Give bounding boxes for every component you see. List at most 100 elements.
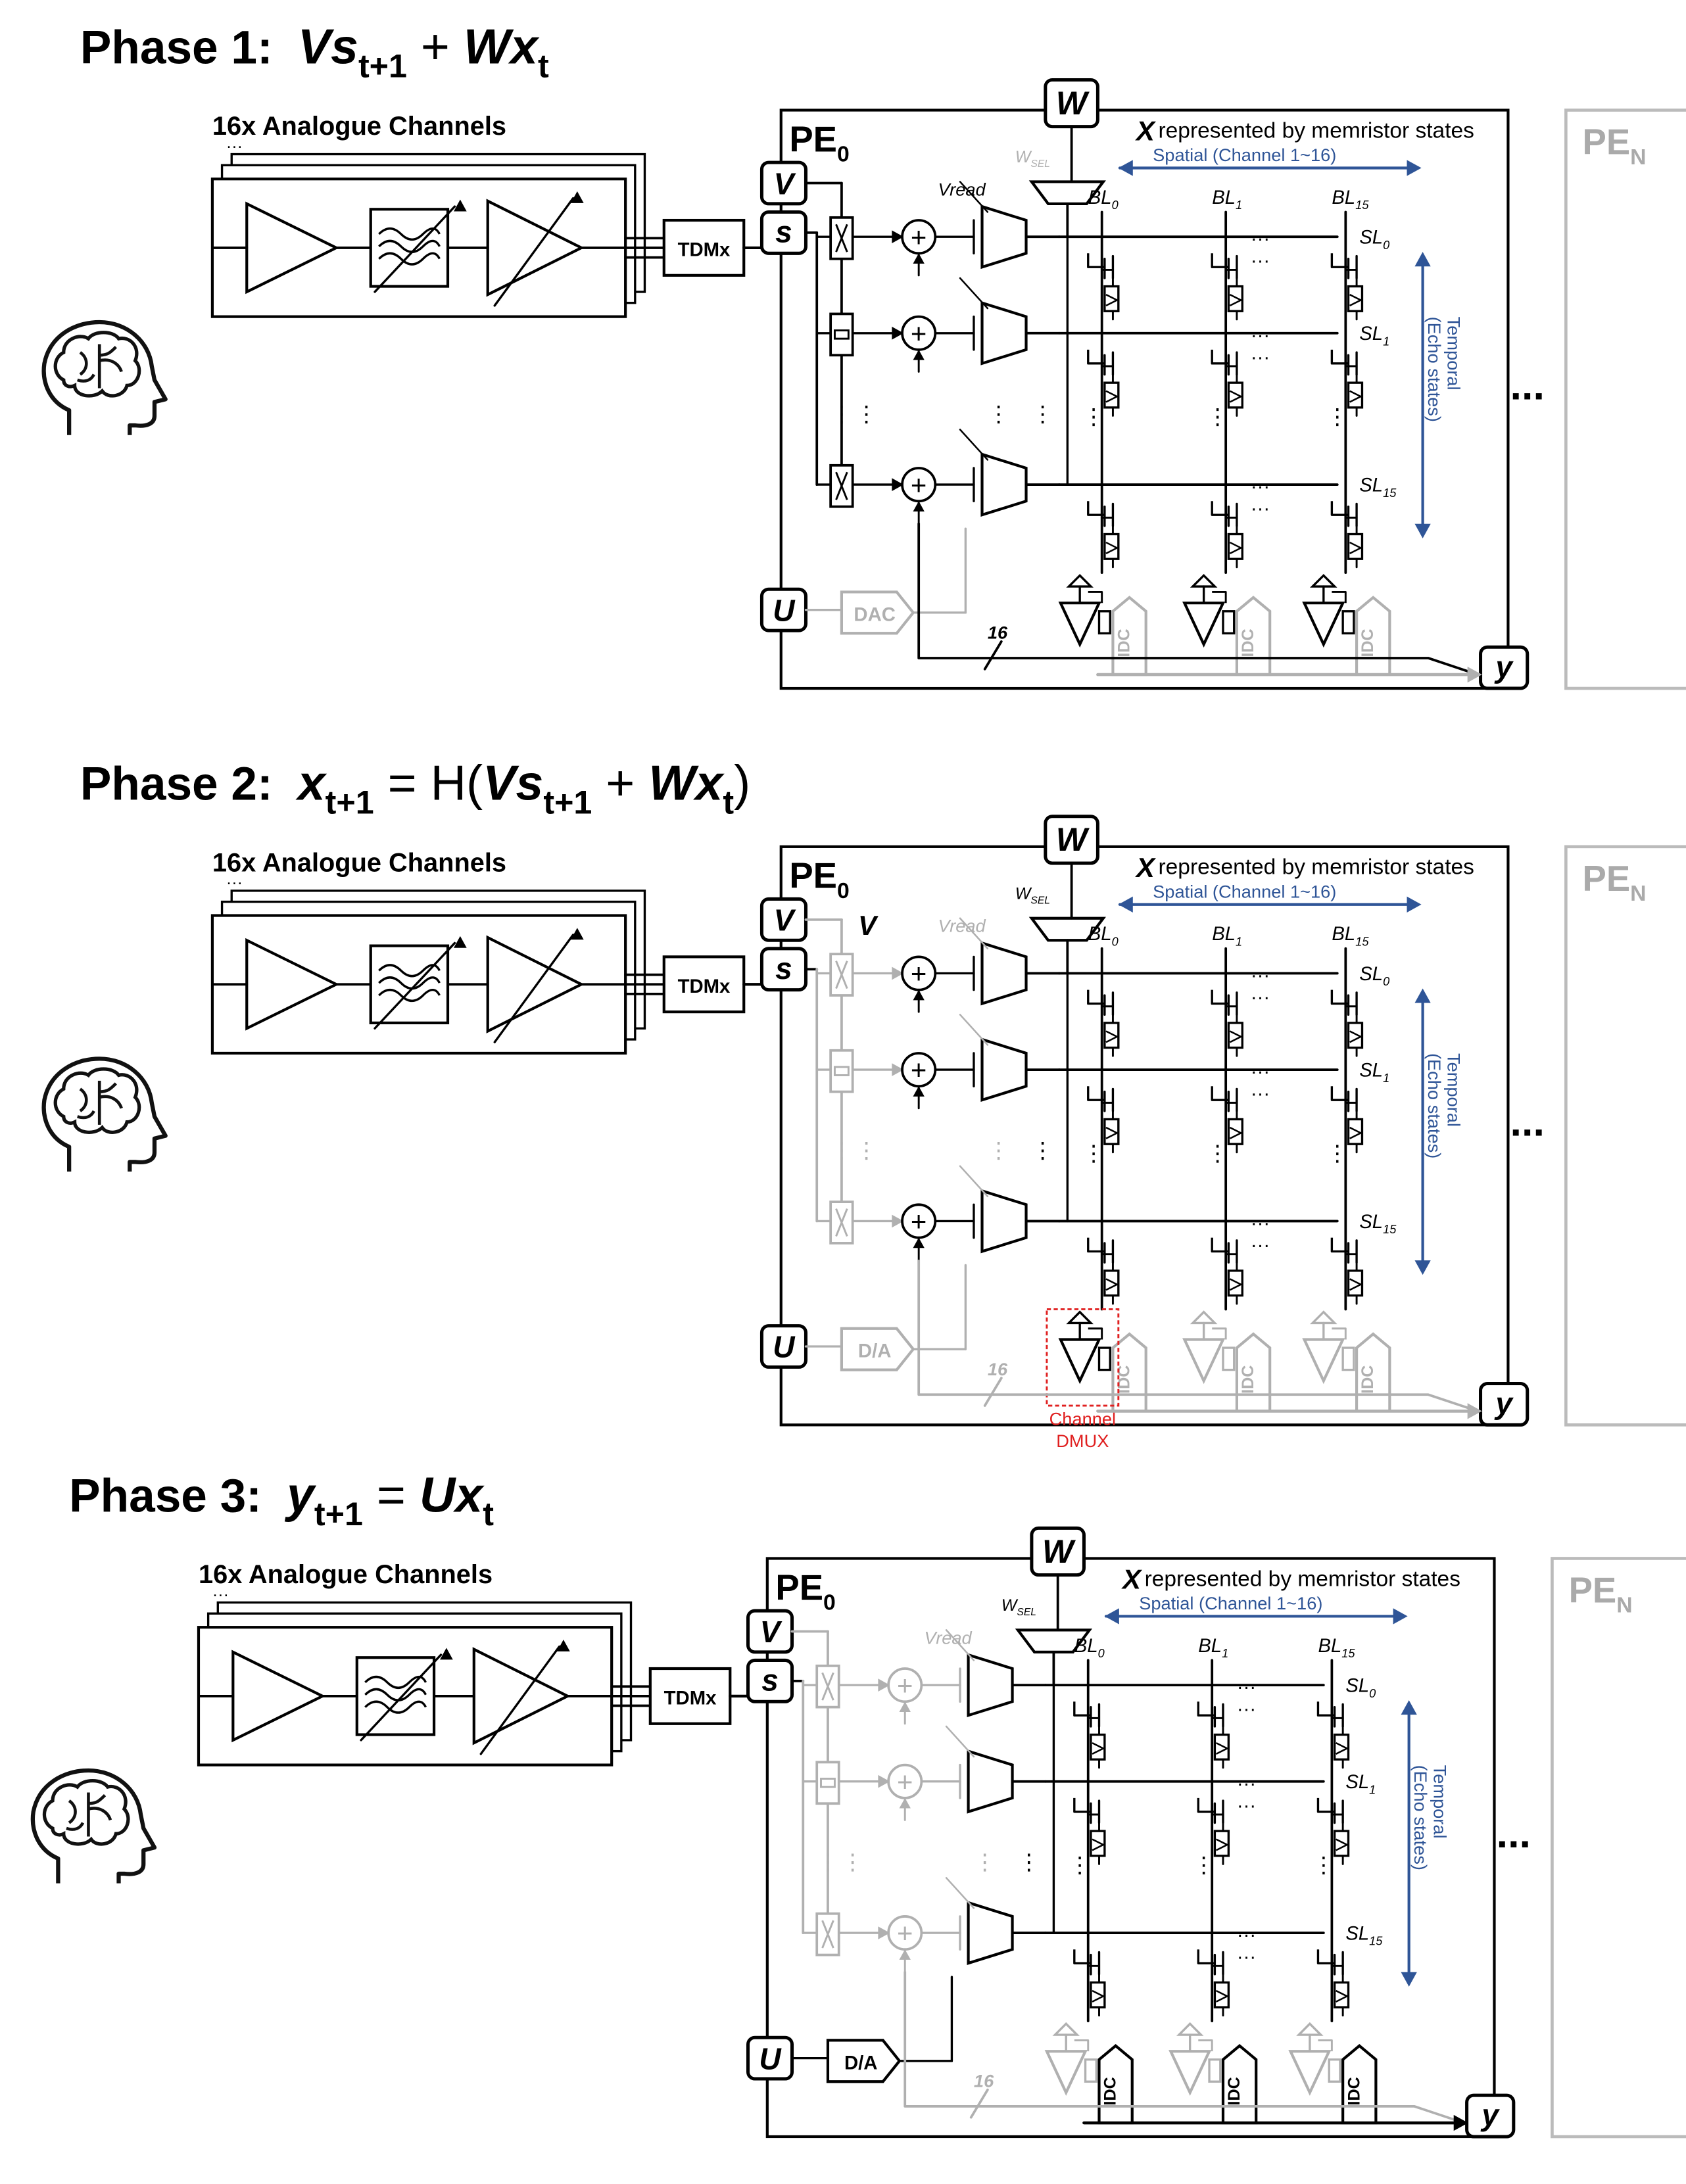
analogue-channels: 16x Analogue Channels···TDMx [210, 849, 779, 1055]
bitline-label-0: BL0 [1074, 1635, 1105, 1660]
wire-path [1088, 1327, 1103, 1340]
bus-width-label: 16 [988, 1359, 1008, 1379]
wire [959, 917, 989, 950]
row-mux-0 [980, 941, 1028, 1006]
vread-vdots: ⋮ [988, 402, 1010, 427]
idc-label-1: IDC [1239, 629, 1257, 657]
wsel-mux [1028, 180, 1106, 206]
wire-path [1318, 2039, 1333, 2052]
arrow-head [899, 1701, 911, 1712]
cell-transistor [1087, 989, 1105, 1005]
adder-plus: + [897, 1766, 913, 1797]
idc-label-2: IDC [1359, 1365, 1377, 1394]
memristor-icon [1103, 533, 1120, 560]
y-label: y [1494, 650, 1514, 684]
phase-equation: yt+1 = Uxt [284, 1467, 494, 1532]
amplifier-icon [245, 201, 340, 295]
idc-label-2: IDC [1359, 629, 1377, 657]
brain-folds [66, 1792, 112, 1837]
head-outline [30, 1768, 157, 1884]
arrow-head [571, 928, 584, 940]
wire-path [1229, 1126, 1242, 1139]
x-represented-label: represented by memristor states [1159, 855, 1474, 880]
arrow-head [878, 1678, 890, 1692]
adder-plus: + [897, 1670, 913, 1701]
wire-path [1105, 390, 1118, 403]
cell-transistor [1330, 1086, 1349, 1101]
filter-wave [378, 988, 441, 1003]
feedback-resistor-0 [1097, 610, 1111, 634]
memristor-icon [1227, 285, 1243, 312]
pen-frame [1551, 1557, 1686, 2139]
filter-wave [364, 1700, 427, 1714]
adder-plus: + [911, 958, 927, 989]
cell-dots: ··· [1251, 498, 1270, 519]
pen-frame [1564, 108, 1686, 690]
vread-label: Vread [938, 916, 986, 936]
arrow-head [1104, 1608, 1119, 1625]
sense-amp-1 [1182, 1338, 1226, 1385]
tunable-arrow [373, 941, 456, 1030]
mux-vdots: ⋮ [1032, 1139, 1054, 1163]
memristor-icon [1347, 1118, 1364, 1145]
y-label: y [1494, 1387, 1514, 1421]
row-mux-2 [967, 1901, 1014, 1965]
arrow-head [571, 191, 584, 203]
memristor-icon [1103, 1022, 1120, 1049]
memristor-icon [1090, 1981, 1106, 2008]
bitline-vdots: ⋮ [1082, 405, 1104, 429]
dac-label: D/A [858, 1341, 891, 1362]
adder-plus: + [911, 1206, 927, 1237]
arrow-head [1401, 1972, 1417, 1987]
vread-label: Vread [925, 1627, 973, 1648]
cell-transistor [1330, 501, 1349, 516]
y-label: y [1480, 2098, 1500, 2132]
mult-vdots: ⋮ [842, 1851, 864, 1875]
wsel-label: WSEL [1001, 1596, 1036, 1618]
arrow-head [1401, 1700, 1417, 1715]
memristor-icon [1090, 1830, 1106, 1857]
bitline-vdots: ⋮ [1207, 1141, 1228, 1166]
arrow-head [1118, 896, 1133, 913]
feedback-resistor-2 [1341, 610, 1355, 634]
arrow-head [454, 936, 467, 948]
temporal-label: Temporal [1443, 317, 1464, 391]
brain-head-icon [41, 320, 168, 435]
mux-vdots: ⋮ [1018, 1851, 1040, 1875]
y-terminal [1465, 2093, 1516, 2139]
vga-icon [486, 199, 585, 297]
sense-amp-2 [1302, 1338, 1345, 1385]
cell-dots: ··· [1251, 346, 1270, 368]
arrow-head [1407, 896, 1422, 913]
sense-amp-top-0 [1066, 1310, 1094, 1325]
arrow-head [1407, 160, 1422, 176]
cell-transistor [1087, 349, 1105, 365]
v-label: V [760, 1615, 783, 1649]
phase-equation: Vst+1 + Wxt [298, 18, 549, 84]
feedback-resistor-1 [1222, 1346, 1236, 1371]
sense-amp-top-1 [1190, 573, 1218, 588]
cell-transistor [1211, 989, 1229, 1005]
sourceline-label-2: SL15 [1359, 1211, 1397, 1236]
pen-label: PEN [1569, 1570, 1633, 1617]
cell-transistor [1330, 253, 1349, 268]
bitline-vdots: ⋮ [1069, 1853, 1091, 1878]
idc-block-1 [1235, 1332, 1272, 1413]
spatial-label: Spatial (Channel 1~16) [1153, 881, 1336, 901]
wire-path [1336, 1742, 1348, 1755]
pen-label: PEN [1583, 122, 1647, 170]
memristor-icon [1227, 533, 1243, 560]
bitline-vdots: ⋮ [1326, 405, 1349, 429]
bitline-vdots: ⋮ [1207, 405, 1228, 429]
row-mux-2 [980, 452, 1028, 517]
vread-label: Vread [938, 179, 986, 199]
dac-block [826, 2039, 902, 2083]
bitline-vdots: ⋮ [1326, 1141, 1349, 1166]
wire-path [1212, 1327, 1227, 1340]
u-label: U [773, 593, 796, 627]
pe0-frame [765, 1557, 1496, 2139]
brain-head-icon [41, 1056, 168, 1172]
wire-path [835, 961, 848, 989]
sense-amp-top-0 [1066, 573, 1094, 588]
wire [959, 429, 989, 461]
